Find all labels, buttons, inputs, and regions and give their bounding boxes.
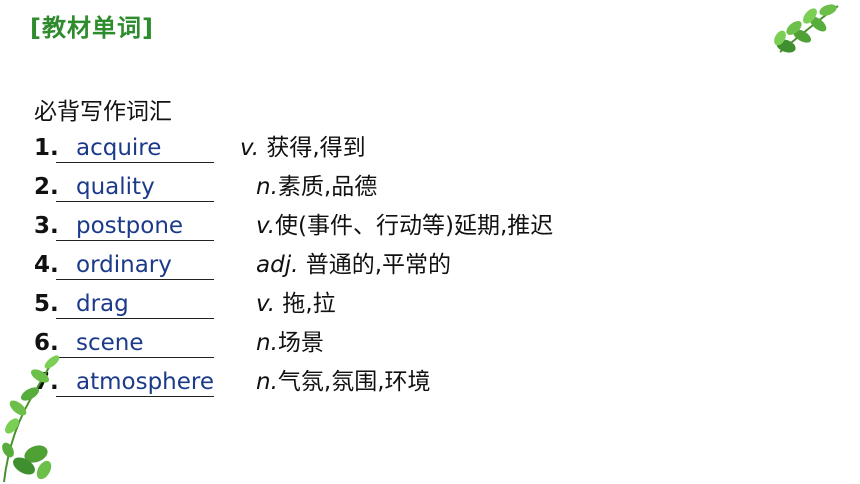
section-title: [教材单词] [30,14,154,42]
vocab-word: postpone [76,213,184,239]
answer-blank [56,134,214,163]
answer-blank [56,368,214,397]
vocab-word: atmosphere [76,369,214,395]
definition: n.素质,品德 [256,174,378,200]
vocab-word: scene [76,330,144,356]
answer-blank [56,251,214,280]
leaf-branch-icon [774,4,839,53]
definition: v. 获得,得到 [240,135,366,161]
vocab-section-heading: 必背写作词汇 [34,99,172,125]
item-number: 4. [34,252,59,278]
vocab-word: ordinary [76,252,172,278]
definition: v. 拖,拉 [256,291,336,317]
answer-blank [56,212,214,241]
item-number: 6. [34,330,59,356]
answer-blank [56,329,214,358]
item-number: 5. [34,291,59,317]
vocab-word: acquire [76,135,162,161]
item-number: 3. [34,213,59,239]
vocab-word: drag [76,291,129,317]
answer-blank [56,173,214,202]
item-number: 2. [34,174,59,200]
definition: adj. 普通的,平常的 [256,252,452,278]
answer-blank [56,290,214,319]
definition: v.使(事件、行动等)延期,推迟 [256,213,554,239]
vocab-word: quality [76,174,155,200]
item-number: 1. [34,135,59,161]
leaf-branch-icon [2,355,60,483]
definition: n.气氛,氛围,环境 [256,369,431,395]
definition: n.场景 [256,330,324,356]
